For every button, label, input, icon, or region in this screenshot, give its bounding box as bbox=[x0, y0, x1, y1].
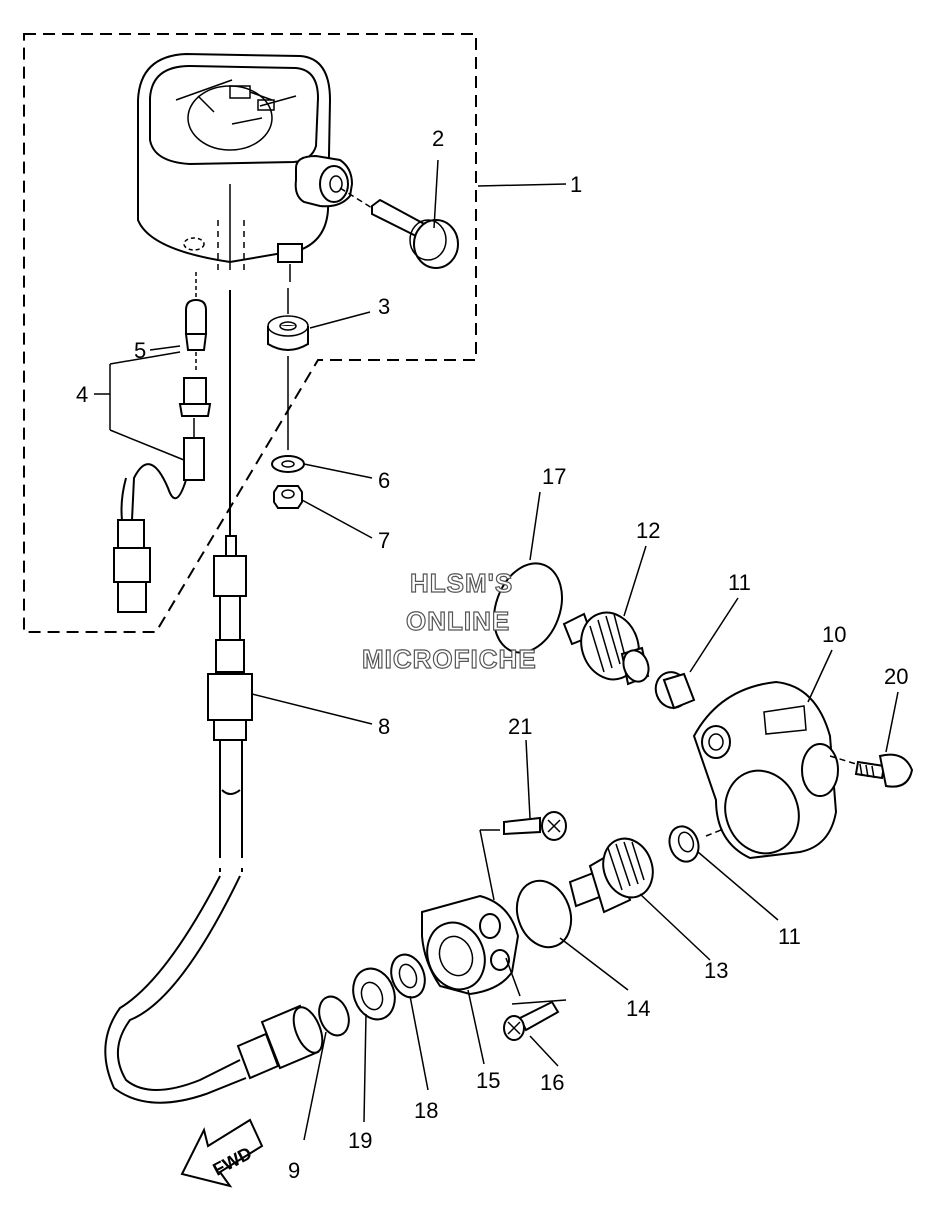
callout-13: 13 bbox=[704, 958, 728, 983]
callout-3: 3 bbox=[378, 294, 390, 319]
leader-lines bbox=[94, 159, 899, 1141]
gear-housing bbox=[421, 894, 520, 996]
callout-19: 19 bbox=[348, 1128, 372, 1153]
callout-18: 18 bbox=[414, 1098, 438, 1123]
watermark-line-2: ONLINE bbox=[406, 606, 510, 636]
callout-7: 7 bbox=[378, 528, 390, 553]
driven-gear bbox=[562, 611, 650, 686]
watermark-line-3: MICROFICHE bbox=[362, 644, 537, 674]
o-ring-17 bbox=[493, 562, 563, 654]
callout-5: 5 bbox=[134, 338, 146, 363]
speedometer-gauge bbox=[137, 52, 354, 282]
drive-gear bbox=[568, 837, 654, 914]
callout-numbers: 1 2 3 4 5 6 7 8 9 10 11 11 12 13 14 15 1… bbox=[76, 126, 908, 1183]
watermark: HLSM'S ONLINE MICROFICHE bbox=[361, 567, 537, 674]
speedometer-cable bbox=[104, 290, 324, 1104]
callout-15: 15 bbox=[476, 1068, 500, 1093]
screw-lower bbox=[503, 957, 567, 1041]
bushing-upper bbox=[654, 671, 696, 710]
reset-knob bbox=[339, 187, 459, 269]
bushing-lower bbox=[668, 823, 737, 863]
oil-seal bbox=[352, 967, 396, 1021]
callout-20: 20 bbox=[884, 664, 908, 689]
callout-10: 10 bbox=[822, 622, 846, 647]
callout-2: 2 bbox=[432, 126, 444, 151]
callout-1: 1 bbox=[570, 172, 582, 197]
o-ring-small bbox=[318, 995, 350, 1037]
washer bbox=[271, 455, 305, 473]
nut bbox=[273, 485, 303, 509]
callout-11-upper: 11 bbox=[728, 570, 751, 595]
callout-8: 8 bbox=[378, 714, 390, 739]
callout-16: 16 bbox=[540, 1070, 564, 1095]
assembly-boundary bbox=[23, 33, 477, 633]
callout-17: 17 bbox=[542, 464, 566, 489]
callout-21: 21 bbox=[508, 714, 532, 739]
fwd-arrow-icon: FWD bbox=[180, 1118, 264, 1188]
callout-6: 6 bbox=[378, 468, 390, 493]
grommet bbox=[267, 288, 309, 450]
screw-upper bbox=[479, 811, 567, 901]
thrust-washer bbox=[390, 953, 426, 999]
callout-12: 12 bbox=[636, 518, 660, 543]
gear-case bbox=[692, 680, 839, 860]
callout-4: 4 bbox=[76, 382, 88, 407]
callout-14: 14 bbox=[626, 996, 650, 1021]
bolt bbox=[829, 753, 914, 788]
o-ring-large bbox=[515, 879, 573, 949]
watermark-line-1: HLSM'S bbox=[410, 568, 513, 598]
callout-11-lower: 11 bbox=[778, 924, 801, 949]
meter-lamp-wiring bbox=[113, 272, 212, 613]
callout-9: 9 bbox=[288, 1158, 300, 1183]
